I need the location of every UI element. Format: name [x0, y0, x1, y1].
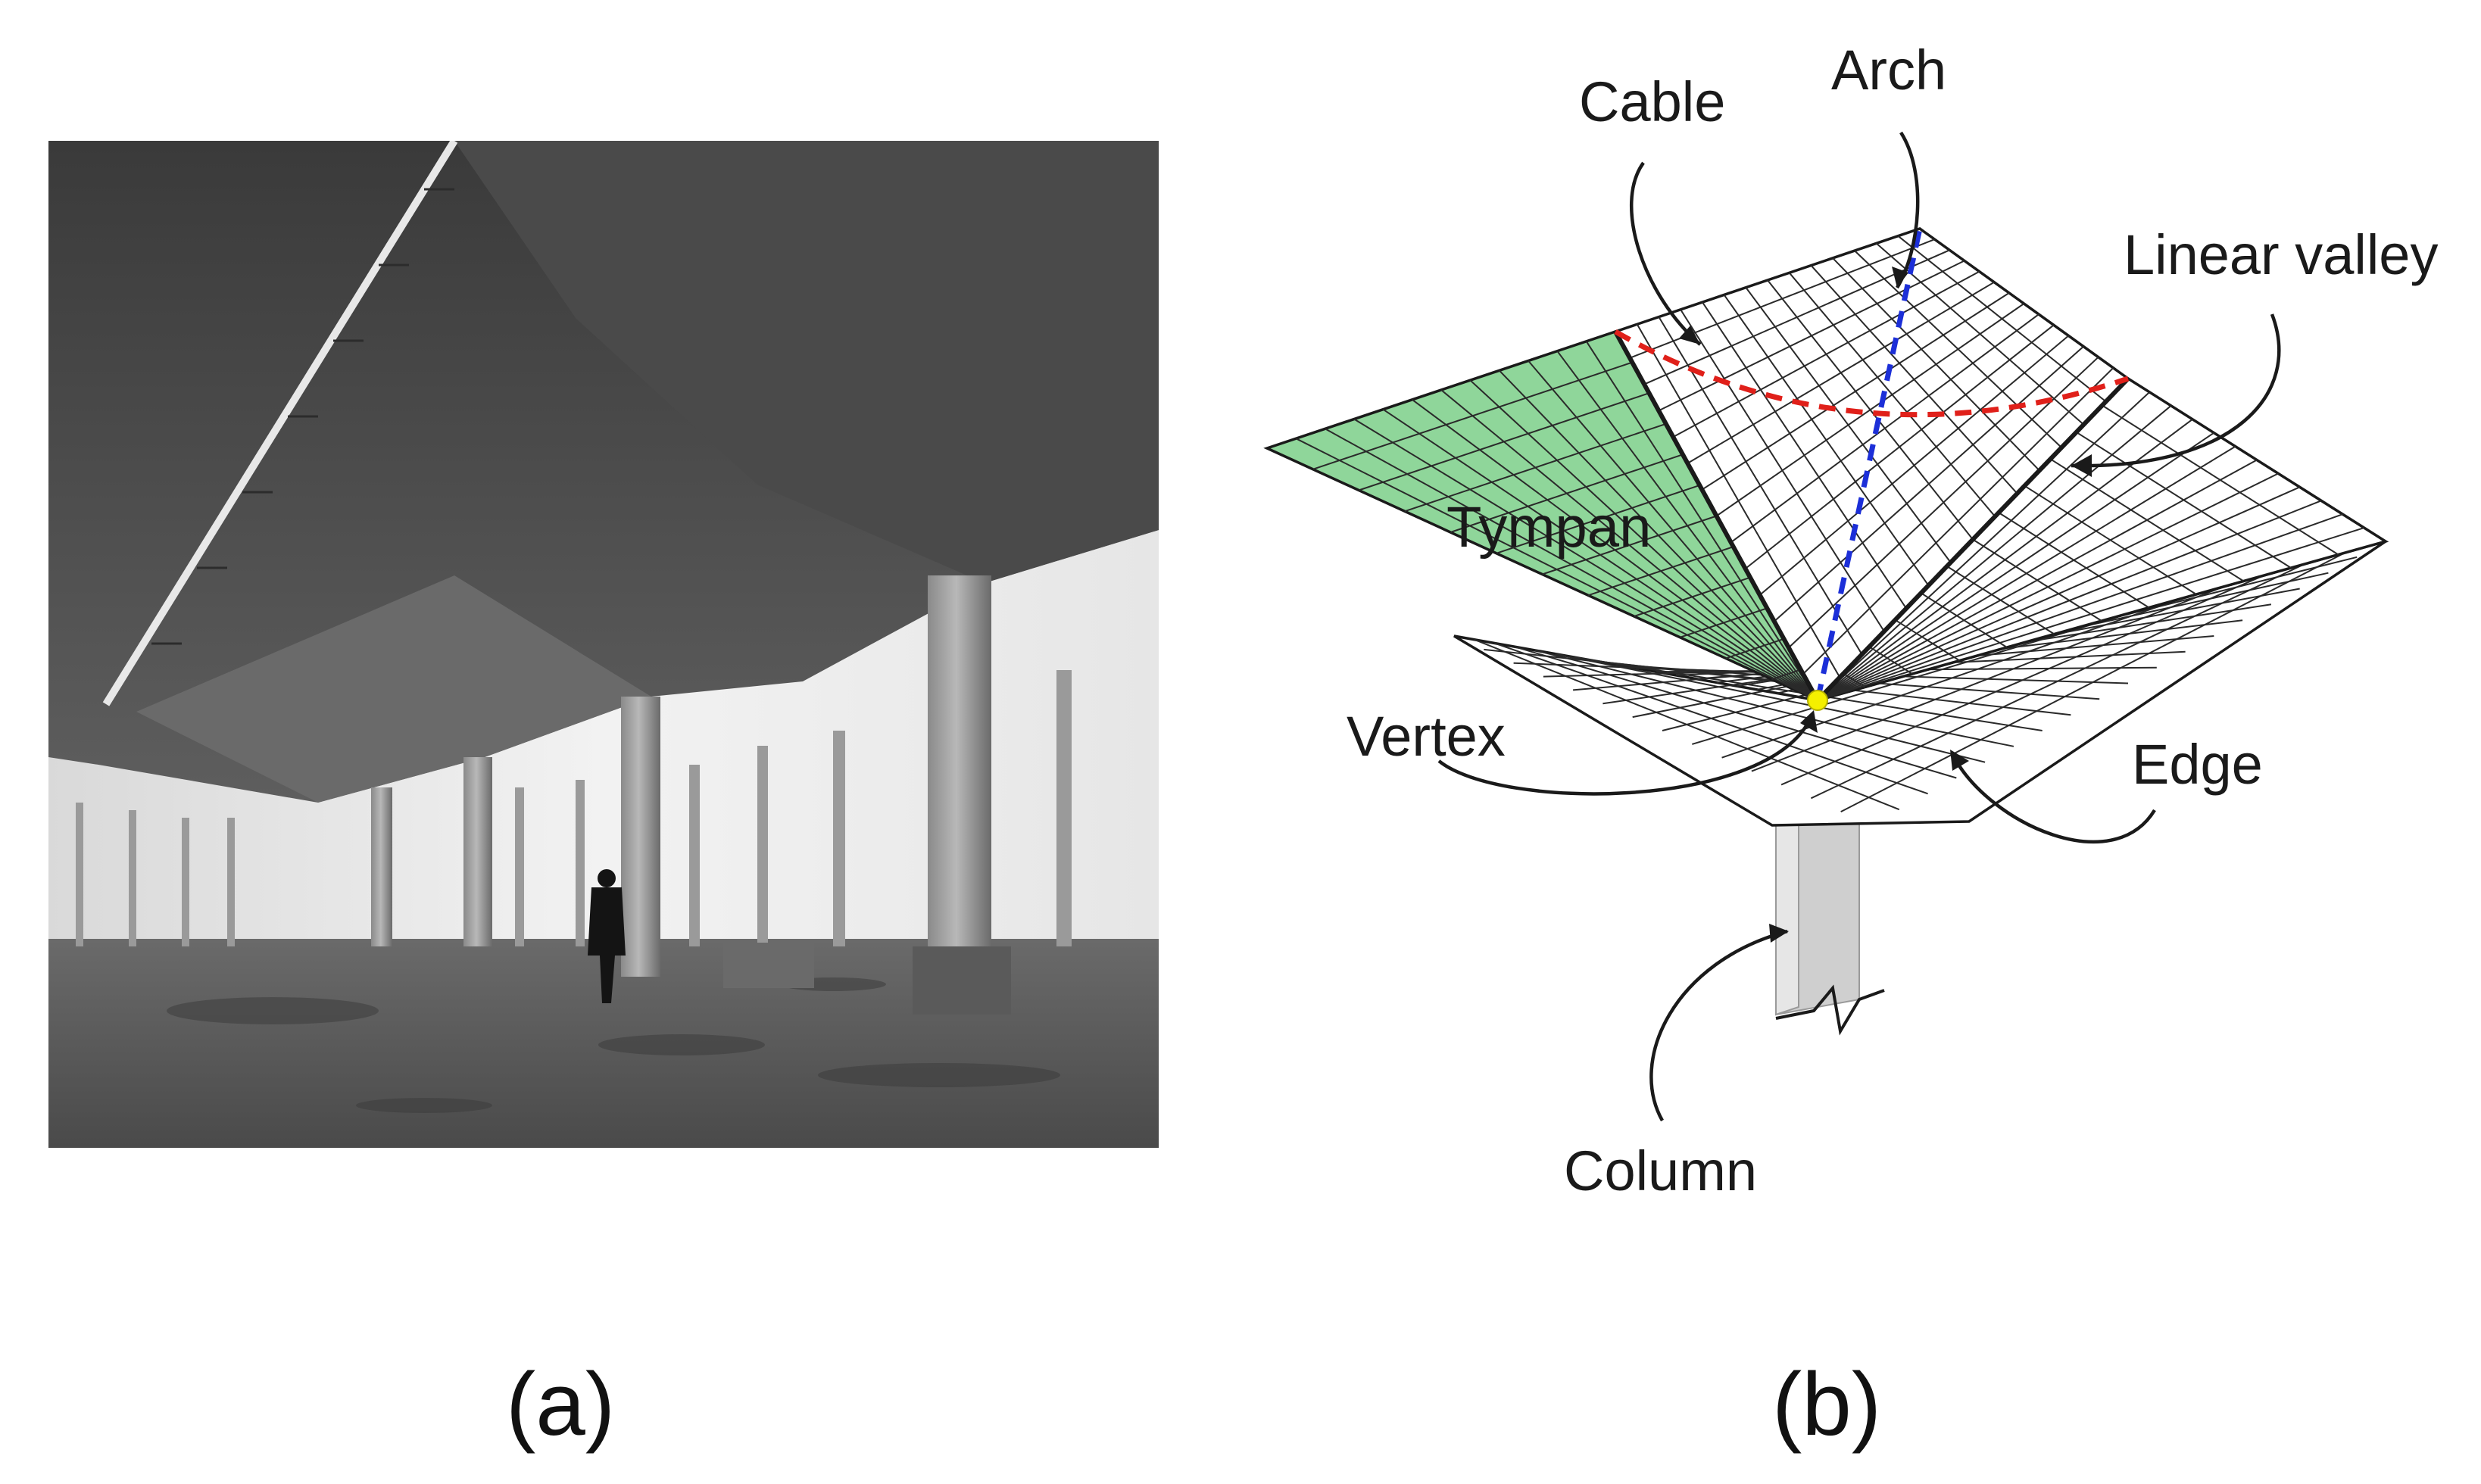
tympan-label: Tympan [1446, 495, 1651, 560]
tympan-grid-line-v [1312, 361, 1633, 470]
photo-roof-underside [454, 141, 1159, 583]
photo-railing [102, 141, 458, 706]
tympan-grid-line-v [1771, 669, 1802, 681]
back-grid-line-v [1774, 345, 2084, 622]
photo-column-base-2 [723, 943, 814, 988]
vertex-dot [1807, 690, 1828, 711]
tympan [1263, 329, 1821, 703]
tympan-grid-line-v [1679, 607, 1768, 638]
linear-valley-line [1815, 376, 2130, 703]
right-grid-line-v [1998, 512, 2150, 609]
tympan-grid-line-v [1587, 546, 1734, 597]
edge-arrowhead [1950, 750, 1969, 771]
right-surface [1813, 376, 2389, 703]
back-grid-line-v [1658, 260, 1965, 412]
tympan-grid-line-v [1404, 422, 1667, 513]
back-grid-line-v [1687, 281, 1995, 464]
tympan-grid-line-v [1496, 484, 1700, 554]
back-grid-line-v [1744, 324, 2055, 569]
back-grid-line-v [1802, 367, 2114, 675]
photo-column-far [371, 787, 392, 946]
front-grid-line-v [1692, 609, 2142, 745]
distant-columns [76, 670, 1072, 946]
linear-valley-leader [2071, 313, 2281, 468]
right-grid-line-v [1843, 672, 1866, 688]
tympan-grid-line-v [1634, 576, 1751, 617]
back-grid-line-v [1701, 292, 2010, 491]
right-grid-line-v [1894, 619, 1961, 662]
column-arrowhead [1769, 924, 1789, 943]
linear-valley-label: Linear valley [2124, 223, 2438, 286]
right-grid-line-v [1921, 592, 2008, 648]
front-grid-line-v [1721, 597, 2183, 759]
photo-column-back [463, 757, 492, 946]
photo-roof-facet [136, 575, 651, 803]
cable-label: Cable [1579, 70, 1725, 133]
panel-label-a: (a) [506, 1355, 615, 1454]
right-grid-line-v [2049, 458, 2245, 582]
tympan-grid-line-v [1358, 392, 1649, 491]
edge-leader [1952, 756, 2156, 843]
panel-label-b: (b) [1772, 1355, 1881, 1454]
linear-valley-arrowhead [2071, 454, 2092, 477]
photo-column-mid [621, 697, 660, 977]
edge-label: Edge [2132, 733, 2263, 796]
vertex-leader [1437, 718, 1812, 796]
vertex-label: Vertex [1347, 705, 1506, 768]
front-grid-line-v [1810, 563, 2305, 800]
cable-line [1614, 329, 2130, 418]
front-grid-line-v [1840, 552, 2345, 812]
railing-posts [151, 188, 454, 645]
back-grid-line-v [1788, 356, 2099, 649]
front-grid-line-v [1780, 575, 2264, 786]
photo-column-base [913, 946, 1011, 1015]
tympan-grid-line-v [1725, 638, 1784, 659]
arch-arrowhead [1892, 267, 1908, 288]
right-grid-line-v [2024, 485, 2197, 595]
tympan-edge-line [1613, 330, 1820, 702]
tympan-mesh [1295, 341, 1818, 701]
right-grid-line-v [2102, 404, 2339, 556]
right-grid-line-v [1946, 566, 2055, 635]
right-mesh [1817, 391, 2365, 701]
photo-panel [48, 141, 1159, 1148]
back-grid-line-v [1672, 270, 1980, 438]
arch-label: Arch [1831, 39, 1946, 101]
back-grid-line-v [1715, 303, 2025, 517]
column-leader [1649, 929, 1788, 1122]
back-grid-line-v [1759, 335, 2070, 596]
tympan-grid-line-v [1450, 454, 1684, 533]
diagram-panel: Cable Arch Linear valley Tympan Vertex E… [1263, 39, 2438, 1202]
cable-arrowhead [1679, 326, 1700, 344]
photo-column-front [928, 575, 991, 999]
column-shape [1775, 801, 1885, 1036]
right-grid-line-v [1868, 646, 1913, 675]
photo-person [588, 869, 626, 1003]
tympan-grid-line-v [1542, 515, 1717, 575]
front-grid-line-v [1751, 586, 2224, 772]
column-label: Column [1564, 1140, 1757, 1202]
vertex-arrowhead [1800, 710, 1818, 733]
cable-leader [1629, 161, 1702, 346]
right-grid-line-v [2076, 431, 2292, 569]
back-grid-line-v [1730, 313, 2039, 544]
leaders [1437, 131, 2281, 1122]
right-grid-line-v [1972, 538, 2102, 622]
